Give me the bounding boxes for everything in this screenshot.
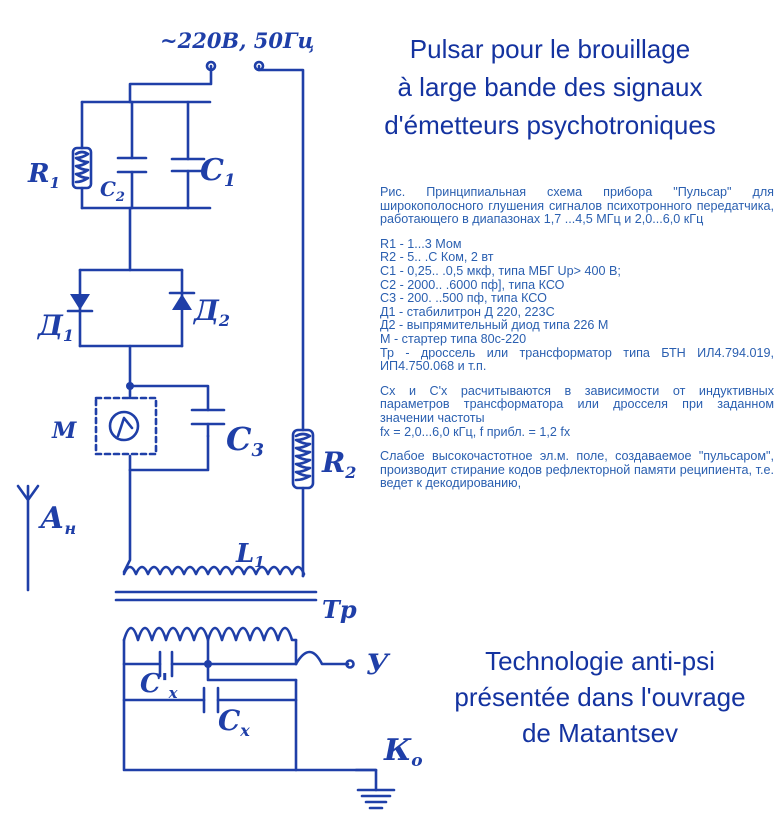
ground-label: Ко: [383, 733, 423, 771]
title-line: à large bande des signaux: [397, 72, 703, 102]
d2-label: Д2: [192, 294, 230, 330]
parts-list-item: Тр - дроссель или трансформатор типа БТН…: [380, 345, 774, 374]
starter-m: [94, 384, 226, 472]
note-line: Technologie anti-psi: [485, 646, 715, 676]
output-y-label: У: [366, 648, 391, 681]
title-line: d'émetteurs psychotroniques: [384, 110, 716, 140]
c2-label: C2: [100, 177, 125, 205]
note-line: présentée dans l'ouvrage: [454, 682, 746, 712]
calc-note: Сх и С'х расчитываются в зависимости от …: [380, 383, 774, 425]
r2-resistor: [291, 428, 315, 578]
antenna: [16, 484, 40, 592]
parts-list-item: R2 - 5.. .С Ком, 2 вт: [380, 250, 494, 265]
page-title: Pulsar pour le brouillage à large bande …: [330, 30, 770, 144]
r1-resistor: [71, 146, 93, 190]
frequency-formula: fx = 2,0...6,0 кГц, f прибл. = 1,2 fx: [380, 424, 571, 439]
supply-terminals: [128, 60, 305, 432]
title-line: Pulsar pour le brouillage: [409, 34, 691, 64]
effect-description: Слабое высокочастотное эл.м. поле, созда…: [380, 449, 774, 491]
figure-caption: Рис. Принципиальная схема прибора "Пульс…: [380, 185, 774, 502]
secondary-coil: [122, 626, 298, 642]
rc-block-top: [80, 100, 212, 210]
caption-intro: Рис. Принципиальная схема прибора "Пульс…: [380, 185, 774, 227]
parts-list-item: Д1 - стабилитрон Д 220, 223С: [380, 304, 555, 319]
note-line: de Matantsev: [521, 718, 679, 748]
parts-list-item: Д2 - выпрямительный диод типа 226 М: [380, 318, 609, 333]
transformer-core: [114, 590, 318, 602]
cx-prime-label: C'x: [140, 669, 179, 702]
secondary-network: [122, 638, 396, 810]
parts-list-item: С3 - 200. ..500 пф, типа КСО: [380, 291, 547, 306]
d1-label: Д1: [36, 309, 74, 345]
c3-label: C3: [226, 420, 264, 461]
supply-label: ~220В, 50Гц: [160, 28, 314, 53]
cx-label: Cx: [218, 704, 250, 740]
source-note: Technologie anti-psi présentée dans l'ou…: [420, 643, 780, 751]
m-label: М: [51, 418, 77, 444]
diode-block: [66, 268, 196, 348]
parts-list-item: М - стартер типа 80с-220: [380, 331, 527, 346]
parts-list-item: R1 - 1...3 Мом: [380, 236, 462, 251]
parts-list-item: С1 - 0,25.. .0,5 мкф, типа МБГ Up> 400 В…: [380, 263, 621, 278]
antenna-label: Ан: [38, 501, 76, 538]
parts-list: R1 - 1...3 Мом R2 - 5.. .С Ком, 2 вт С1 …: [380, 236, 774, 374]
r1-label: R1: [27, 159, 60, 192]
r2-label: R2: [321, 446, 356, 482]
tp-label: Тр: [322, 595, 357, 624]
l1-coil: [122, 565, 306, 578]
c1-label: C1: [200, 153, 236, 191]
parts-list-item: С2 - 2000.. .6000 пф], типа КСО: [380, 277, 565, 292]
l1-label: L1: [235, 539, 265, 571]
